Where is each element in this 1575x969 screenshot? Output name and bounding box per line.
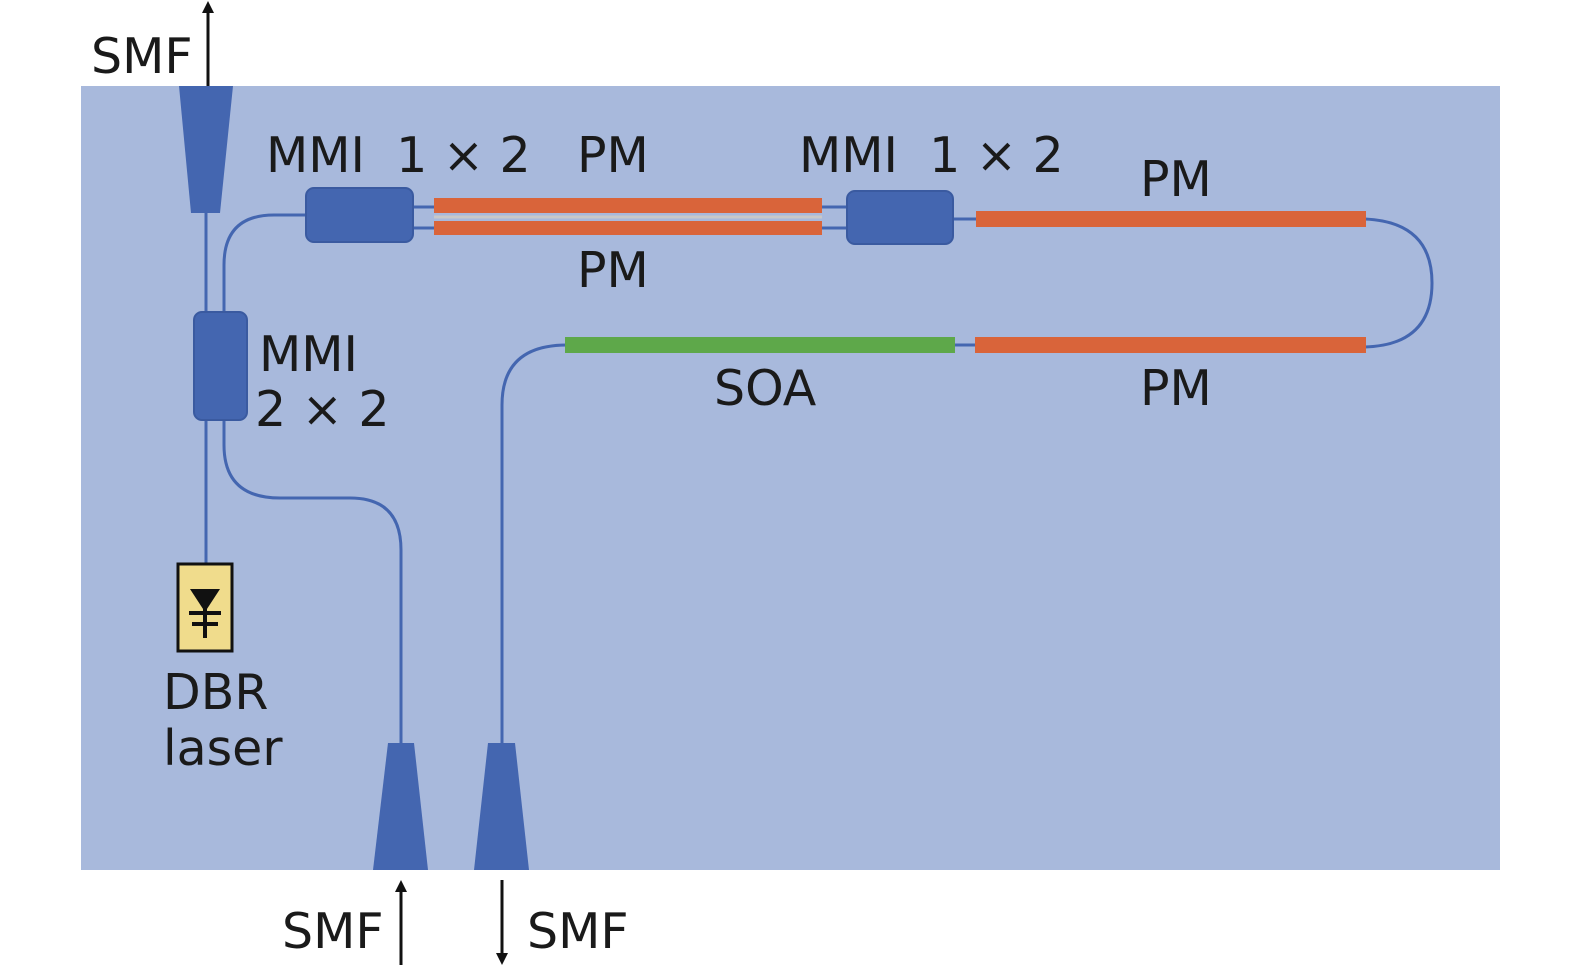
waveguide-soa-to-smf-out — [500, 343, 568, 745]
bottom-right-fiber-coupler — [474, 743, 529, 870]
bottom-left-fiber-coupler — [373, 743, 428, 870]
arrow-down-out-icon — [496, 880, 508, 965]
arrow-up-in-icon — [395, 880, 407, 965]
label-smf-in: SMF — [282, 903, 384, 960]
label-mmi-2x2-line1: MMI — [259, 326, 358, 383]
dbr-laser — [176, 562, 234, 653]
label-smf-top: SMF — [91, 28, 193, 85]
mmi-1x2-right-block — [846, 190, 954, 245]
arrows — [202, 1, 508, 965]
mmi-2x2-block — [193, 311, 248, 421]
pm-top-right-bar — [976, 211, 1366, 227]
label-pm-bottom-right: PM — [1140, 360, 1212, 417]
diode-icon — [189, 589, 221, 638]
mmi-1x2-left-block — [305, 187, 414, 243]
label-laser: laser — [163, 720, 283, 777]
waveguides — [204, 205, 1434, 745]
pm-upper-arm-bar — [434, 198, 822, 213]
label-soa: SOA — [714, 360, 817, 417]
label-mmi-2x2-line2: 2 × 2 — [255, 381, 390, 438]
label-mmi-1x2-left: MMI 1 × 2 — [266, 127, 531, 184]
waveguide-to-smf-in — [222, 418, 403, 745]
label-mmi-1x2-right: MMI 1 × 2 — [799, 127, 1064, 184]
waveguide-loop — [1364, 217, 1434, 349]
waveguide-to-mmi-1x2 — [222, 213, 307, 315]
label-pm-top-right: PM — [1140, 151, 1212, 208]
pm-lower-arm-bar — [434, 221, 822, 235]
top-fiber-coupler — [179, 86, 233, 213]
label-smf-out: SMF — [527, 903, 629, 960]
soa-bar — [565, 337, 955, 353]
label-pm-upper-arm: PM — [577, 127, 649, 184]
arrow-up-top-icon — [202, 1, 214, 86]
pm-bottom-right-bar — [975, 337, 1366, 353]
label-dbr: DBR — [163, 664, 268, 721]
label-pm-lower-arm: PM — [577, 242, 649, 299]
